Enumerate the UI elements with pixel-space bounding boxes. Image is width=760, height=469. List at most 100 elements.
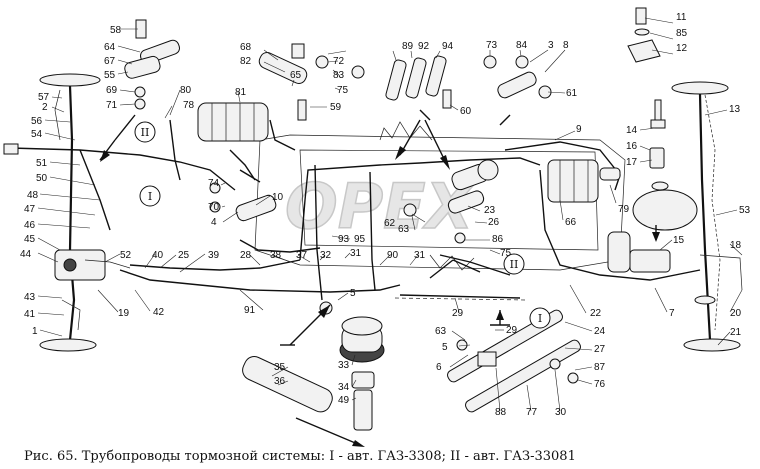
callout-42: 42 xyxy=(153,307,165,318)
callout-4: 4 xyxy=(211,217,217,228)
callout-70: 70 xyxy=(208,202,220,213)
marker-ii-right: II xyxy=(510,258,519,271)
callout-95: 95 xyxy=(354,234,366,245)
callout-21: 21 xyxy=(730,327,742,338)
callout-86: 86 xyxy=(492,234,504,245)
callout-20: 20 xyxy=(730,308,742,319)
callout-5: 5 xyxy=(350,288,356,299)
callout-87: 87 xyxy=(594,362,606,373)
callout-12: 12 xyxy=(676,43,688,54)
callout-18: 18 xyxy=(730,240,742,251)
callout-71: 71 xyxy=(106,100,118,111)
callout-93: 93 xyxy=(338,234,350,245)
callout-23: 23 xyxy=(484,205,496,216)
callout-56: 56 xyxy=(31,116,43,127)
callout-16: 16 xyxy=(626,141,638,152)
callout-11: 11 xyxy=(676,12,687,23)
callout-75: 75 xyxy=(337,85,349,96)
callout-80: 80 xyxy=(180,85,192,96)
callout-52: 52 xyxy=(120,250,132,261)
callout-77: 77 xyxy=(526,407,538,418)
callout-53: 53 xyxy=(739,205,751,216)
callout-33: 33 xyxy=(338,360,350,371)
callout-83: 83 xyxy=(333,70,345,81)
callout-63: 63 xyxy=(435,326,447,337)
callout-1: 1 xyxy=(32,326,38,337)
callout-37: 37 xyxy=(296,250,308,261)
callout-5-bracket: 5 xyxy=(442,342,448,353)
callout-81: 81 xyxy=(235,87,247,98)
left-wheel-assembly xyxy=(39,73,131,352)
callout-59: 59 xyxy=(330,102,342,113)
callout-30: 30 xyxy=(555,407,567,418)
callout-46: 46 xyxy=(24,220,36,231)
callout-63-frame: 63 xyxy=(398,224,410,235)
watermark: OPEX xyxy=(285,170,476,243)
callout-82: 82 xyxy=(240,56,252,67)
callout-6: 6 xyxy=(436,362,442,373)
components xyxy=(3,7,716,431)
callout-26: 26 xyxy=(488,217,500,228)
callout-85: 85 xyxy=(676,28,688,39)
callout-55: 55 xyxy=(104,70,116,81)
callout-9: 9 xyxy=(576,124,582,135)
callout-48: 48 xyxy=(27,190,39,201)
callout-39: 39 xyxy=(208,250,220,261)
callout-13: 13 xyxy=(729,104,741,115)
callout-31: 31 xyxy=(414,250,426,261)
callout-3: 3 xyxy=(548,40,554,51)
callout-75-frame: 75 xyxy=(500,248,512,259)
callout-61: 61 xyxy=(566,88,578,99)
callout-34: 34 xyxy=(338,382,350,393)
callout-89: 89 xyxy=(402,41,414,52)
callout-38: 38 xyxy=(270,250,282,261)
callout-54: 54 xyxy=(31,129,43,140)
callout-69: 69 xyxy=(106,85,118,96)
callout-28: 28 xyxy=(240,250,252,261)
callout-43: 43 xyxy=(24,292,36,303)
callout-36: 36 xyxy=(274,376,286,387)
callout-64: 64 xyxy=(104,42,116,53)
callout-91: 91 xyxy=(244,305,256,316)
callout-50: 50 xyxy=(36,173,48,184)
callout-19: 19 xyxy=(118,308,130,319)
callout-10: 10 xyxy=(272,192,284,203)
marker-ii-left: II xyxy=(141,126,150,139)
callout-47: 47 xyxy=(24,204,36,215)
callout-78: 78 xyxy=(183,100,195,111)
figure-caption: Рис. 65. Трубопроводы тормозной системы:… xyxy=(24,449,576,464)
callout-66: 66 xyxy=(565,217,577,228)
leader-lines xyxy=(37,17,743,412)
callout-76: 76 xyxy=(594,379,606,390)
callout-62: 62 xyxy=(384,218,396,229)
callout-8: 8 xyxy=(563,40,569,51)
callout-14: 14 xyxy=(626,125,638,136)
callout-92: 92 xyxy=(418,41,430,52)
callout-58: 58 xyxy=(110,25,122,36)
callout-40: 40 xyxy=(152,250,164,261)
callout-32: 32 xyxy=(320,250,332,261)
callout-45: 45 xyxy=(24,234,36,245)
callout-49: 49 xyxy=(338,395,350,406)
callout-15: 15 xyxy=(673,235,685,246)
marker-i-left: I xyxy=(148,190,152,203)
callout-67: 67 xyxy=(104,56,116,67)
callout-labels: 58 64 67 55 69 71 57 2 56 54 51 50 48 47… xyxy=(20,12,751,418)
callout-29-bracket: 29 xyxy=(506,325,518,336)
callout-22: 22 xyxy=(590,308,602,319)
callout-73: 73 xyxy=(486,40,498,51)
callout-31-left: 31 xyxy=(350,248,362,259)
callout-17: 17 xyxy=(626,157,638,168)
callout-94: 94 xyxy=(442,41,454,52)
roman-markers: II I II I xyxy=(134,121,551,329)
callout-51: 51 xyxy=(36,158,48,169)
callout-27: 27 xyxy=(594,344,606,355)
callout-29: 29 xyxy=(452,308,464,319)
callout-84: 84 xyxy=(516,40,528,51)
view-arrows xyxy=(99,109,660,447)
callout-44: 44 xyxy=(20,249,32,260)
callout-41: 41 xyxy=(24,309,36,320)
callout-25: 25 xyxy=(178,250,190,261)
callout-24: 24 xyxy=(594,326,606,337)
